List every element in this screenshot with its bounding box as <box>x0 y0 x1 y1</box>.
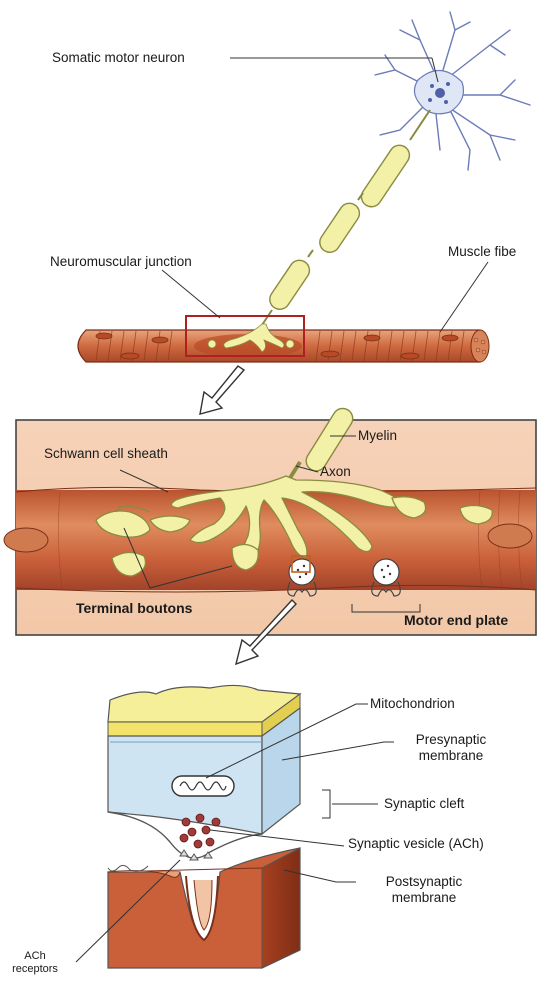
label-neuromuscular-junction: Neuromuscular junction <box>50 254 192 270</box>
label-myelin: Myelin <box>358 428 397 444</box>
label-axon: Axon <box>320 464 351 480</box>
label-postsynaptic-line1: Postsynaptic <box>358 874 490 890</box>
label-synaptic-cleft: Synaptic cleft <box>384 796 464 812</box>
label-presynaptic-line1: Presynaptic <box>396 732 506 748</box>
somatic-motor-neuron-illustration <box>262 12 530 325</box>
label-terminal-boutons: Terminal boutons <box>76 600 192 616</box>
label-somatic-motor-neuron: Somatic motor neuron <box>52 50 185 66</box>
label-ach-receptors: ACh receptors <box>4 950 66 975</box>
label-presynaptic-line2: membrane <box>396 748 506 764</box>
mitochondrion-shape <box>172 776 234 796</box>
label-synaptic-vesicle: Synaptic vesicle (ACh) <box>348 836 484 852</box>
synaptic-vesicles <box>180 814 220 848</box>
label-ach-line2: receptors <box>4 963 66 976</box>
synapse-block <box>108 685 300 968</box>
label-postsynaptic-membrane: Postsynaptic membrane <box>358 874 490 905</box>
zoom-arrow-1 <box>200 366 244 414</box>
label-mitochondrion: Mitochondrion <box>370 696 455 712</box>
label-postsynaptic-line2: membrane <box>358 890 490 906</box>
label-muscle-fiber: Muscle fibe <box>448 244 516 260</box>
label-schwann-cell-sheath: Schwann cell sheath <box>44 446 168 462</box>
label-ach-line1: ACh <box>4 950 66 963</box>
label-motor-end-plate: Motor end plate <box>404 612 508 628</box>
label-presynaptic-membrane: Presynaptic membrane <box>396 732 506 763</box>
